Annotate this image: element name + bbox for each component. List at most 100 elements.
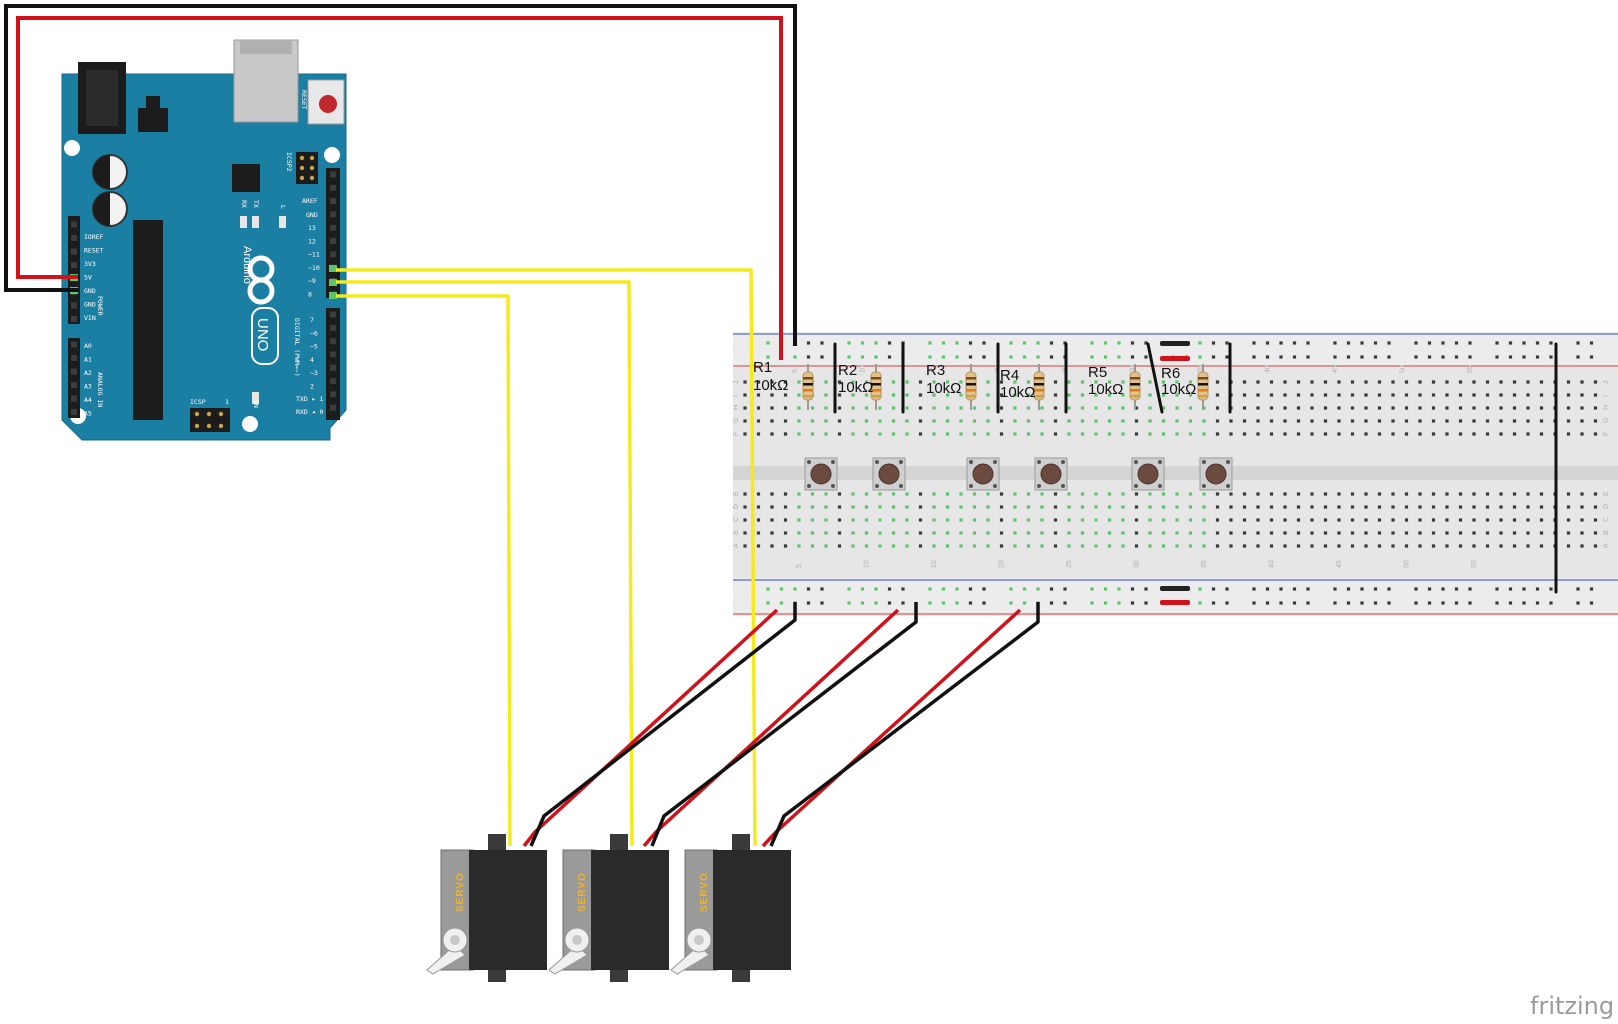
breadboard-hole — [1431, 419, 1436, 423]
breadboard-hole — [1350, 406, 1355, 410]
signal-wire-pin10-to-servo3 — [336, 268, 757, 847]
breadboard-hole — [1539, 419, 1544, 423]
rail-hole — [1360, 601, 1364, 605]
breadboard-hole — [797, 531, 801, 535]
breadboard-hole — [1418, 505, 1422, 509]
breadboard-hole — [1269, 492, 1274, 496]
digital-pin-label: ~6 — [310, 329, 318, 337]
digital-pin-label: 8 — [308, 291, 312, 299]
breadboard-hole — [1080, 505, 1085, 509]
breadboard-hole — [810, 518, 815, 522]
servo-label: SERVO — [577, 872, 588, 912]
breadboard-hole — [1215, 492, 1220, 496]
rail-hole — [1225, 355, 1229, 359]
breadboard-hole — [1094, 419, 1098, 423]
mount-hole — [242, 416, 258, 432]
breadboard-hole — [1013, 531, 1017, 535]
breadboard-hole — [1404, 380, 1409, 384]
rail-hole — [1535, 587, 1540, 591]
breadboard-hole — [999, 432, 1004, 436]
rail-hole — [1117, 601, 1121, 605]
breadboard-hole — [810, 419, 815, 423]
rail-hole — [1292, 587, 1297, 591]
breadboard-hole — [1269, 544, 1274, 548]
resistor-5 — [1129, 364, 1141, 410]
breadboard-hole — [770, 531, 774, 535]
column-number: 25 — [1066, 560, 1073, 568]
breadboard-hole — [905, 544, 909, 548]
breadboard-hole — [1229, 419, 1233, 423]
r6-name: R6 — [1161, 365, 1180, 382]
row-letter: G — [733, 418, 740, 423]
breadboard-hole — [1404, 544, 1409, 548]
breadboard-hole — [1094, 406, 1098, 410]
breadboard-hole — [918, 492, 923, 496]
power-pin-label: IOREF — [84, 233, 104, 241]
rail-hole — [766, 341, 770, 345]
rail-hole — [1576, 587, 1580, 591]
breadboard-hole — [1458, 518, 1463, 522]
breadboard-hole — [932, 531, 936, 535]
breadboard-hole — [1472, 432, 1476, 436]
breadboard-hole — [1188, 544, 1193, 548]
breadboard-hole — [851, 432, 855, 436]
rail-hole — [806, 341, 811, 345]
rail-hole — [1306, 601, 1310, 605]
breadboard-hole — [1539, 492, 1544, 496]
breadboard-hole — [1485, 432, 1490, 436]
rail-hole — [968, 355, 973, 359]
breadboard-hole — [864, 492, 869, 496]
breadboard-hole — [1013, 432, 1017, 436]
breadboard-hole — [905, 406, 909, 410]
column-number: 10 — [864, 560, 871, 568]
breadboard-hole — [1188, 432, 1193, 436]
breadboard-hole — [1175, 380, 1179, 384]
reset-button — [307, 79, 345, 125]
breadboard-hole — [1593, 406, 1598, 410]
breadboard-hole — [1256, 406, 1260, 410]
breadboard-hole — [1269, 505, 1274, 509]
breadboard-hole — [1485, 419, 1490, 423]
column-number: 50 — [1404, 560, 1411, 568]
arduino-logo — [247, 255, 275, 305]
breadboard-hole — [999, 505, 1004, 509]
servo3-ground-wire — [769, 602, 1040, 847]
breadboard-hole — [1094, 492, 1098, 496]
rxd-label: RXD ◂ 0 — [296, 408, 323, 416]
rail-hole — [860, 341, 865, 345]
pin-socket — [330, 311, 336, 318]
rail-hole — [820, 587, 824, 591]
mount-hole — [324, 147, 340, 163]
digital-pin-label: ~5 — [310, 343, 318, 351]
breadboard-hole — [1310, 531, 1314, 535]
resistor-labels: R1 10kΩ R2 10kΩ R3 10kΩ R4 10kΩ R5 10kΩ … — [753, 359, 1196, 401]
breadboard-hole — [1526, 518, 1530, 522]
breadboard-hole — [1283, 406, 1287, 410]
rail-hole — [1549, 587, 1553, 591]
breadboard-hole — [1391, 393, 1395, 397]
breadboard-hole — [810, 505, 815, 509]
breadboard-hole — [972, 419, 977, 423]
breadboard-hole — [918, 432, 923, 436]
breadboard-hole — [1053, 393, 1058, 397]
rail-hole — [1211, 341, 1216, 345]
breadboard-hole — [1404, 505, 1409, 509]
breadboard-hole — [1080, 432, 1085, 436]
breadboard-hole — [1283, 531, 1287, 535]
breadboard-hole — [1310, 544, 1314, 548]
rail-hole — [1130, 601, 1135, 605]
servo1-ground-wire — [529, 602, 797, 847]
breadboard-hole — [1377, 406, 1382, 410]
breadboard-hole — [864, 518, 869, 522]
breadboard-hole — [1094, 518, 1098, 522]
breadboard-hole — [918, 380, 923, 384]
breadboard-hole — [1418, 419, 1422, 423]
on-led — [252, 392, 259, 404]
breadboard-hole — [1472, 393, 1476, 397]
rail-hole — [1441, 587, 1445, 591]
breadboard-hole — [1094, 380, 1098, 384]
rail-hole — [1495, 587, 1499, 591]
breadboard-hole — [1121, 380, 1125, 384]
rail-hole — [1130, 355, 1135, 359]
breadboard-hole — [1431, 406, 1436, 410]
